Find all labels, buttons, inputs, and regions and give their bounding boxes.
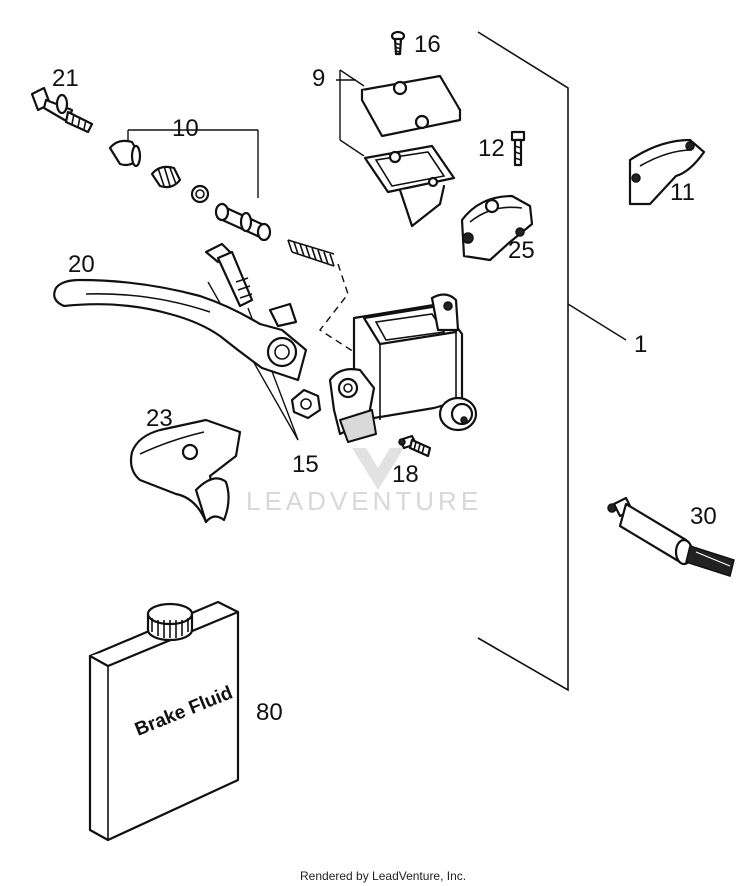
assembly-path [318,263,355,353]
callout-25: 25 [508,237,535,264]
watermark-text: LEADVENTURE [246,486,482,516]
part-80-brake-fluid: Brake Fluid [88,600,240,842]
footer-credit: Rendered by LeadVenture, Inc. [300,869,466,883]
callout-12: 12 [478,135,505,162]
callout-15: 15 [292,451,319,478]
part-25-clamp [460,194,534,262]
part-11-clamp [628,138,706,206]
watermark: LEADVENTURE [246,448,482,516]
part-20-lever [53,278,308,382]
callout-9: 9 [312,65,325,92]
callout-11: 11 [670,179,695,206]
callout-80: 80 [256,699,283,726]
callout-20: 20 [68,251,95,278]
callout-1: 1 [634,331,647,358]
part-18-bleeder [398,434,432,458]
callout-30: 30 [690,503,717,530]
part-15-pivot-bolt [204,242,322,441]
callout-16: 16 [414,31,441,58]
callout-21: 21 [52,65,79,92]
part-10-piston-kit [108,129,272,242]
part-21-adjuster [30,86,94,134]
callout-numbers: 1 9 10 11 12 15 16 18 20 21 23 25 30 80 [52,31,717,726]
part-1-master-cylinder [328,293,478,443]
watermark-logo-icon [352,448,404,490]
part-12-bolt [510,130,526,167]
part-30-switch [607,496,735,577]
callout-23: 23 [146,405,173,432]
part-9-cover [336,69,462,228]
assembly-bracket [477,31,627,692]
part-23-cover [129,418,242,524]
spring [287,239,335,267]
callout-18: 18 [392,461,419,488]
part-16-screw [390,30,406,56]
callout-10: 10 [172,115,199,142]
